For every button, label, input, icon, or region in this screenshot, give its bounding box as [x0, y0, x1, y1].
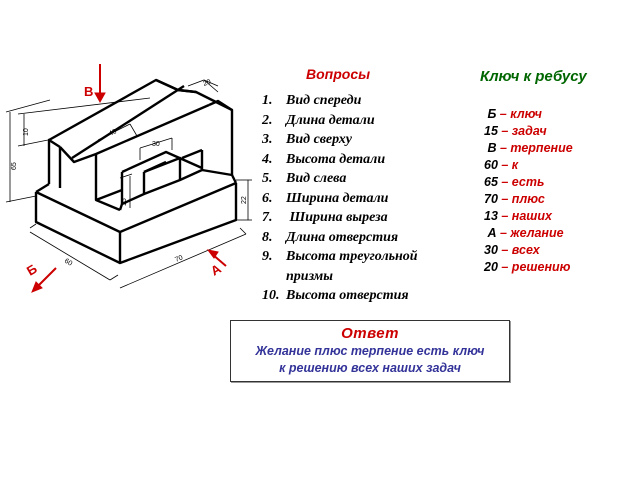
key-row: 60 – к — [484, 158, 519, 172]
dim-30: 30 — [152, 141, 160, 148]
dim-22: 22 — [241, 196, 248, 204]
dimension-lines — [5, 79, 252, 289]
key-title: Ключ к ребусу — [480, 68, 587, 85]
question-item: 1.Вид спереди — [262, 93, 362, 108]
questions-list: 1.Вид спереди 2.Длина детали 3.Вид сверх… — [262, 91, 452, 306]
dimension-values: 20 40 30 10 65 15 22 60 70 — [11, 79, 248, 268]
question-item: 10.Высота отверстия — [262, 288, 409, 303]
part-outline — [34, 78, 238, 265]
view-label-left: Б — [24, 261, 40, 279]
key-row: Б – ключ — [484, 107, 542, 121]
view-label-top: В — [84, 84, 93, 99]
question-item: 5.Вид слева — [262, 171, 347, 186]
answer-title: Ответ — [341, 325, 399, 342]
question-item: 3.Вид сверху — [262, 132, 353, 147]
question-item: 4.Высота детали — [262, 151, 386, 167]
dim-40: 40 — [108, 128, 118, 138]
answer-box: Ответ Желание плюс терпение есть ключ к … — [230, 320, 510, 382]
key-row: 20 – решению — [484, 260, 571, 274]
dim-20: 20 — [202, 79, 212, 88]
questions-title: Вопросы — [306, 66, 371, 82]
dim-65: 65 — [11, 162, 18, 170]
view-arrows — [31, 64, 227, 293]
question-item: 6.Ширина детали — [262, 190, 389, 206]
key-list: Б – ключ 15 – задач В – терпение 60 – к … — [484, 106, 573, 276]
key-row: 15 – задач — [484, 124, 547, 138]
question-item: 2.Длина детали — [262, 112, 375, 128]
key-row: 30 – всех — [484, 243, 540, 257]
dim-60: 60 — [63, 258, 73, 268]
key-row: 65 – есть — [484, 175, 545, 189]
key-row: В – терпение — [484, 141, 573, 155]
answer-line-1: Желание плюс терпение есть ключ — [255, 344, 485, 358]
dim-15: 15 — [121, 198, 128, 206]
dim-70: 70 — [174, 254, 184, 263]
key-row: 13 – наших — [484, 209, 553, 223]
question-item: 7. Ширина выреза — [262, 210, 388, 225]
view-labels: В Б А — [24, 84, 224, 279]
key-row: А – желание — [484, 226, 564, 240]
question-item: 8.Длина отверстия — [262, 229, 399, 245]
dim-10: 10 — [23, 128, 30, 136]
question-item: 9.Высота треугольной призмы — [262, 249, 418, 284]
answer-line-2: к решению всех наших задач — [279, 361, 461, 375]
key-row: 70 – плюс — [484, 192, 545, 206]
